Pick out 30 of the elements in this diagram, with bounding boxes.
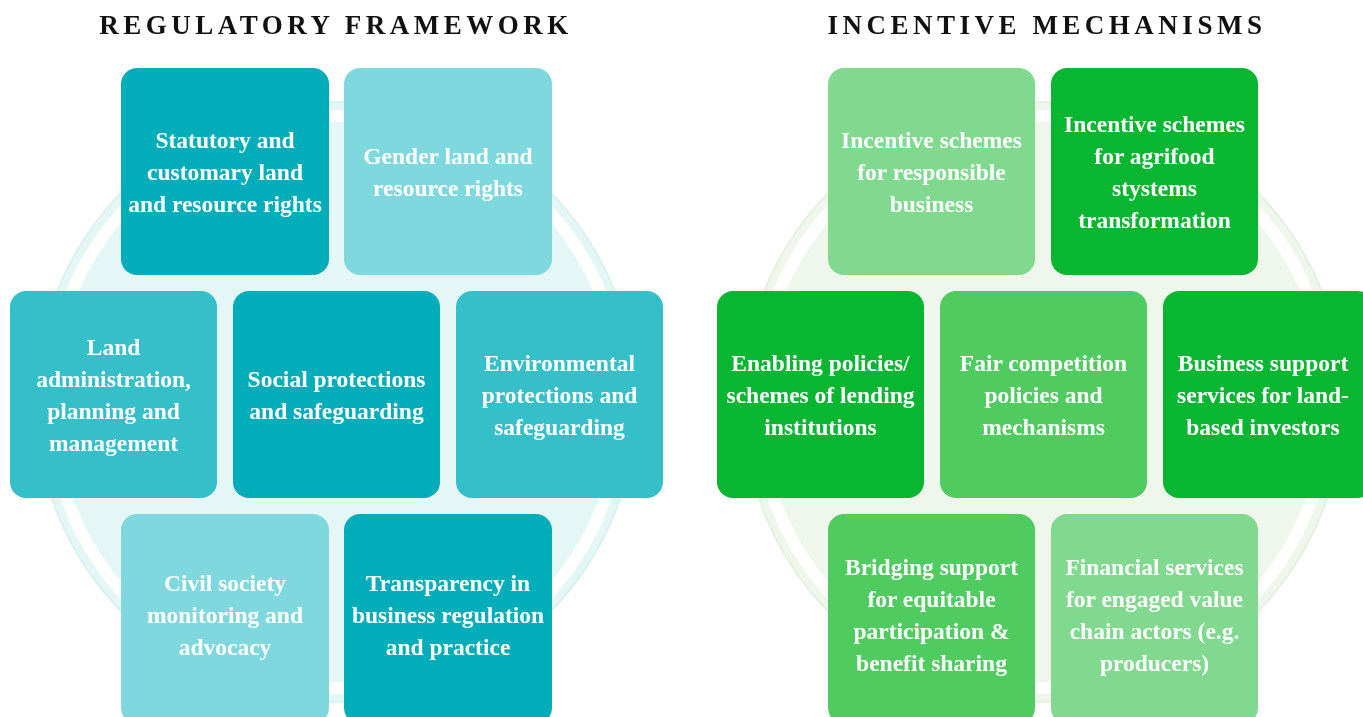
category-box bbox=[121, 514, 329, 717]
category-box bbox=[717, 291, 924, 498]
category-box bbox=[1051, 68, 1258, 275]
category-box bbox=[940, 291, 1147, 498]
box-label: Land administration, planning and management bbox=[35, 332, 192, 458]
box-label: Statutory and customary land and resource rights bbox=[127, 125, 323, 219]
section-heading: REGULATORY FRAMEWORK bbox=[99, 10, 573, 41]
box-label: Environmental protections and safeguarding bbox=[480, 348, 639, 442]
category-box bbox=[828, 68, 1035, 275]
box-label: Incentive schemes for agrifood stystems transformation bbox=[1063, 109, 1246, 235]
category-box bbox=[344, 514, 552, 717]
box-label: Enabling policies/ schemes of lending institutions bbox=[725, 348, 916, 442]
section-heading: INCENTIVE MECHANISMS bbox=[827, 10, 1267, 41]
box-label: Gender land and resource rights bbox=[362, 141, 534, 203]
category-box bbox=[344, 68, 552, 275]
category-box bbox=[10, 291, 217, 498]
category-box bbox=[1051, 514, 1258, 717]
box-label: Fair competition policies and mechanisms bbox=[958, 348, 1129, 442]
box-label: Transparency in business regulation and practice bbox=[350, 569, 546, 662]
box-label: Business support services for land-based investors bbox=[1176, 348, 1350, 442]
category-box bbox=[233, 291, 440, 498]
category-box bbox=[456, 291, 663, 498]
box-label: Civil society monitoring and advocacy bbox=[145, 569, 304, 662]
box-label: Financial services for engaged value chain actors (e.g. producers) bbox=[1064, 553, 1245, 678]
box-label: Bridging support for equitable participation & benefit sharing bbox=[843, 553, 1019, 678]
category-box bbox=[828, 514, 1035, 717]
box-label: Social protections and safeguarding bbox=[246, 364, 427, 426]
category-box bbox=[1163, 291, 1363, 498]
box-label: Incentive schemes for responsible business bbox=[840, 125, 1023, 219]
category-box bbox=[121, 68, 329, 275]
